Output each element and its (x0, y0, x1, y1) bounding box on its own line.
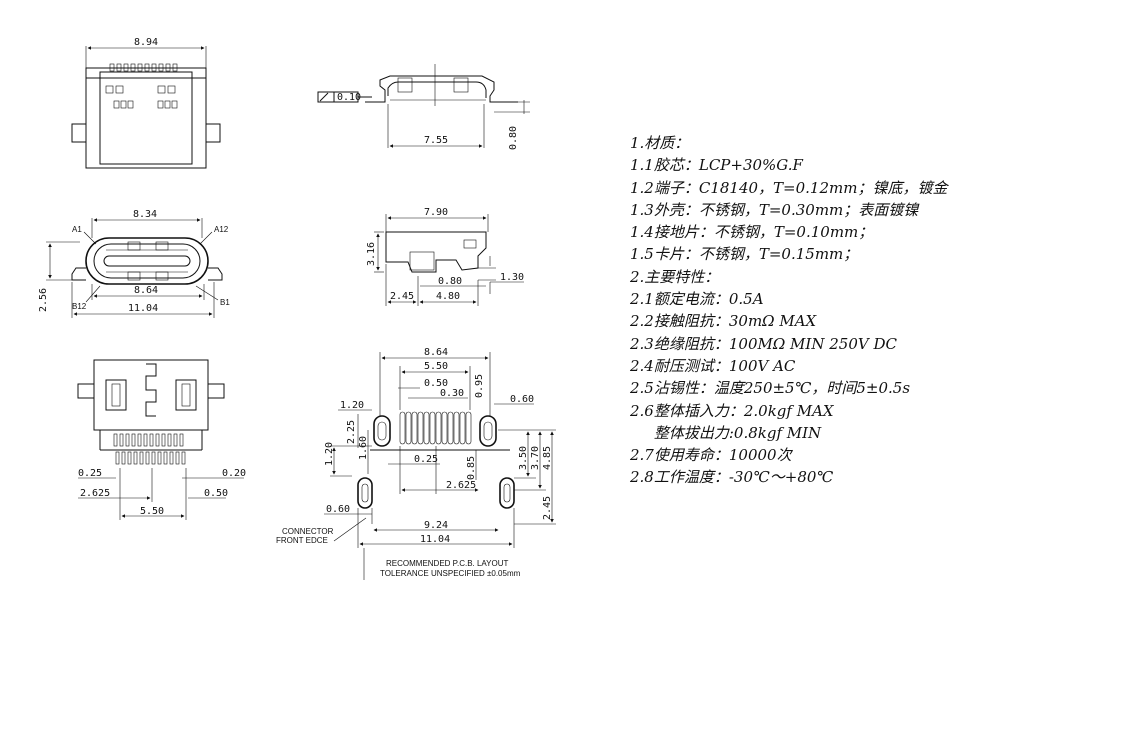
spec-line: 2.8工作温度：-30℃～+80℃ (630, 468, 834, 487)
dim-pcb-hole-width: 0.60 (510, 394, 534, 405)
spec-line: 1.3外壳：不锈钢，T=0.30mm；表面镀镍 (630, 200, 919, 219)
dim-pcb-pad-width: 0.50 (424, 378, 448, 389)
dim-side-height: 0.80 (508, 126, 519, 150)
spec-line: 1.1胶芯：LCP+30%G.F (630, 156, 803, 175)
spec-line: 1.5卡片：不锈钢，T=0.15mm； (630, 245, 859, 264)
spec-line: 2.主要特性： (630, 267, 720, 286)
dim-profile-offset: 0.80 (438, 276, 462, 287)
dim-pcb-bottom-height: 2.45 (542, 496, 553, 520)
spec-line: 2.3绝缘阻抗：100MΩ MIN 250V DC (630, 334, 897, 353)
dim-profile-length: 7.90 (424, 207, 448, 218)
dim-pcb-pitch: 0.30 (440, 388, 464, 399)
profile-view: 7.90 3.16 0.80 1.30 2.45 4.80 (366, 207, 524, 306)
dim-end-bottom-width: 8.64 (134, 285, 158, 296)
dim-bottom-right-gap: 0.50 (204, 488, 228, 499)
dim-pcb-slot-span: 9.24 (424, 520, 448, 531)
dim-bottom-left-pitch: 0.25 (78, 468, 102, 479)
dim-pcb-pad-span: 5.50 (424, 361, 448, 372)
pin-label-b12: B12 (72, 302, 87, 311)
dim-pcb-right-h2: 3.70 (530, 446, 541, 470)
dim-pcb-pad-depth: 0.85 (466, 456, 477, 480)
connector-front-edge-label-2: FRONT EDCE (276, 536, 328, 545)
dim-side-body-width: 7.55 (424, 135, 448, 146)
dim-end-overall-width: 11.04 (128, 303, 158, 314)
dim-end-height: 2.56 (38, 288, 49, 312)
spec-line: 1.2端子：C18140，T=0.12mm；镍底，镀金 (630, 178, 948, 197)
dim-pcb-center-offset: 2.625 (446, 480, 476, 491)
spec-line: 2.2接触阻抗：30mΩ MAX (630, 312, 817, 331)
side-view: 0.10 7.55 0.80 (317, 64, 530, 150)
dim-end-top-width: 8.34 (133, 209, 157, 220)
pin-label-b1: B1 (220, 298, 230, 307)
dim-pcb-overall-width: 11.04 (420, 534, 450, 545)
pcb-layout-title: RECOMMENDED P.C.B. LAYOUT (386, 559, 509, 568)
dim-front-width: 8.94 (134, 37, 158, 48)
dim-pcb-pad-height: 0.95 (474, 374, 485, 398)
dim-pcb-slot-length: 1.60 (358, 436, 369, 460)
dim-pcb-right-h3: 4.85 (542, 446, 553, 470)
dim-pcb-slot-width: 0.60 (326, 504, 350, 515)
dim-pcb-right-h1: 3.50 (518, 446, 529, 470)
pcb-layout-view: 8.64 5.50 0.50 0.30 0.95 0.60 1.20 2.25 … (276, 347, 556, 580)
dim-pcb-hole-top: 1.20 (340, 400, 364, 411)
spec-line: 2.5沾锡性：温度250±5℃，时间5±0.5s (630, 379, 911, 398)
pin-label-a12: A12 (214, 225, 229, 234)
pcb-tolerance-note: TOLERANCE UNSPECIFIED ±0.05mm (380, 569, 521, 578)
end-view: 8.34 A1 A12 2.56 8.64 B12 B1 11.04 (38, 209, 230, 318)
dim-flatness: 0.10 (337, 92, 361, 103)
dim-pcb-pad-gap: 0.25 (414, 454, 438, 465)
spec-line: 2.4耐压测试：100V AC (630, 356, 796, 375)
spec-line: 2.6整体插入力：2.0kgf MAX (630, 401, 834, 420)
dim-profile-body: 4.80 (436, 291, 460, 302)
dim-profile-height: 3.16 (366, 242, 377, 266)
dim-pcb-overall-top: 8.64 (424, 347, 448, 358)
spec-line: 2.1额定电流：0.5A (630, 290, 764, 309)
spec-line: 2.7使用寿命：10000次 (630, 446, 792, 465)
pin-label-a1: A1 (72, 225, 82, 234)
spec-line: 1.材质： (630, 134, 690, 152)
dim-pcb-slot-height: 1.20 (324, 442, 335, 466)
front-view: 8.94 (71, 37, 221, 169)
dim-bottom-right-pitch: 0.20 (222, 468, 246, 479)
dim-bottom-offset: 2.625 (80, 488, 110, 499)
spec-list: 1.材质： 1.1胶芯：LCP+30%G.F 1.2端子：C18140，T=0.… (630, 132, 947, 489)
dim-profile-tab: 1.30 (500, 272, 524, 283)
dim-pcb-hole-gap: 2.25 (346, 420, 357, 444)
dim-profile-left: 2.45 (390, 291, 414, 302)
dim-bottom-span: 5.50 (140, 506, 164, 517)
bottom-view: 0.25 0.20 2.625 0.50 5.50 (77, 359, 246, 520)
spec-line: 1.4接地片：不锈钢，T=0.10mm； (630, 223, 874, 242)
connector-front-edge-label-1: CONNECTOR (282, 527, 334, 536)
spec-line: 整体拔出力:0.8kgf MIN (630, 423, 822, 442)
